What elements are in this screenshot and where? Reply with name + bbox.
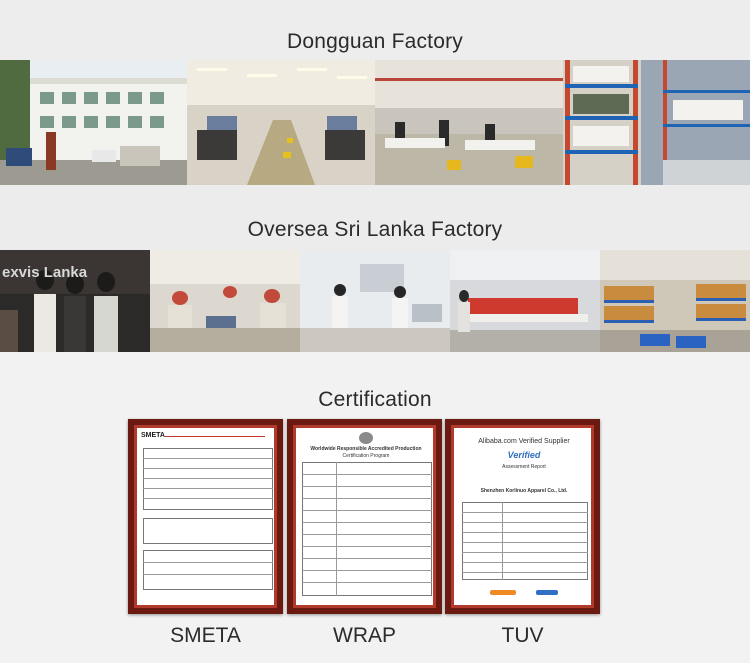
alibaba-logo-icon <box>490 590 516 595</box>
verified-badge: Verified <box>507 450 541 460</box>
wrap-subheader: Certification Program <box>342 453 390 459</box>
certificate-tuv-label: TUV <box>501 624 544 647</box>
middle-band <box>0 185 750 250</box>
wrap-seal-icon <box>359 432 373 444</box>
tuv-logo-icon <box>536 590 558 595</box>
srilanka-photo-fabric-machine <box>450 250 600 352</box>
dongguan-photo-sewing-floor <box>187 60 375 185</box>
smeta-header: SMETA <box>141 432 165 439</box>
certificate-wrap-label: WRAP <box>333 624 396 647</box>
dongguan-photo-building <box>0 60 187 185</box>
wrap-header: Worldwide Responsible Accredited Product… <box>310 446 422 452</box>
tuv-company: Shenzhen Korlinuo Apparel Co., Ltd. <box>480 488 568 494</box>
section-title-certification: Certification <box>318 388 432 411</box>
section-title-srilanka: Oversea Sri Lanka Factory <box>247 218 503 241</box>
srilanka-photo-strip: exvis Lanka <box>0 250 750 352</box>
dongguan-photo-workshop <box>375 60 563 185</box>
srilanka-photo-team: exvis Lanka <box>0 250 150 352</box>
certificate-tuv-frame[interactable]: Alibaba.com Verified Supplier Verified A… <box>445 419 600 614</box>
section-title-dongguan: Dongguan Factory <box>287 30 463 53</box>
certificate-smeta-frame[interactable]: SMETA <box>128 419 283 614</box>
certificate-tuv-document: Alibaba.com Verified Supplier Verified A… <box>454 428 591 605</box>
certificate-smeta-label: SMETA <box>170 624 241 647</box>
certificate-wrap-document: Worldwide Responsible Accredited Product… <box>296 428 433 605</box>
tuv-subheader: Assessment Report <box>502 464 546 470</box>
certificate-wrap-frame[interactable]: Worldwide Responsible Accredited Product… <box>287 419 442 614</box>
dongguan-photo-strip <box>0 60 750 185</box>
certificate-smeta-document: SMETA <box>137 428 274 605</box>
dongguan-photo-warehouse <box>563 60 750 185</box>
srilanka-photo-office <box>300 250 450 352</box>
tuv-header: Alibaba.com Verified Supplier <box>478 438 570 445</box>
srilanka-sign-text: exvis Lanka <box>2 264 88 281</box>
top-band <box>0 0 750 60</box>
srilanka-photo-warehouse <box>600 250 750 352</box>
srilanka-photo-sewing <box>150 250 300 352</box>
